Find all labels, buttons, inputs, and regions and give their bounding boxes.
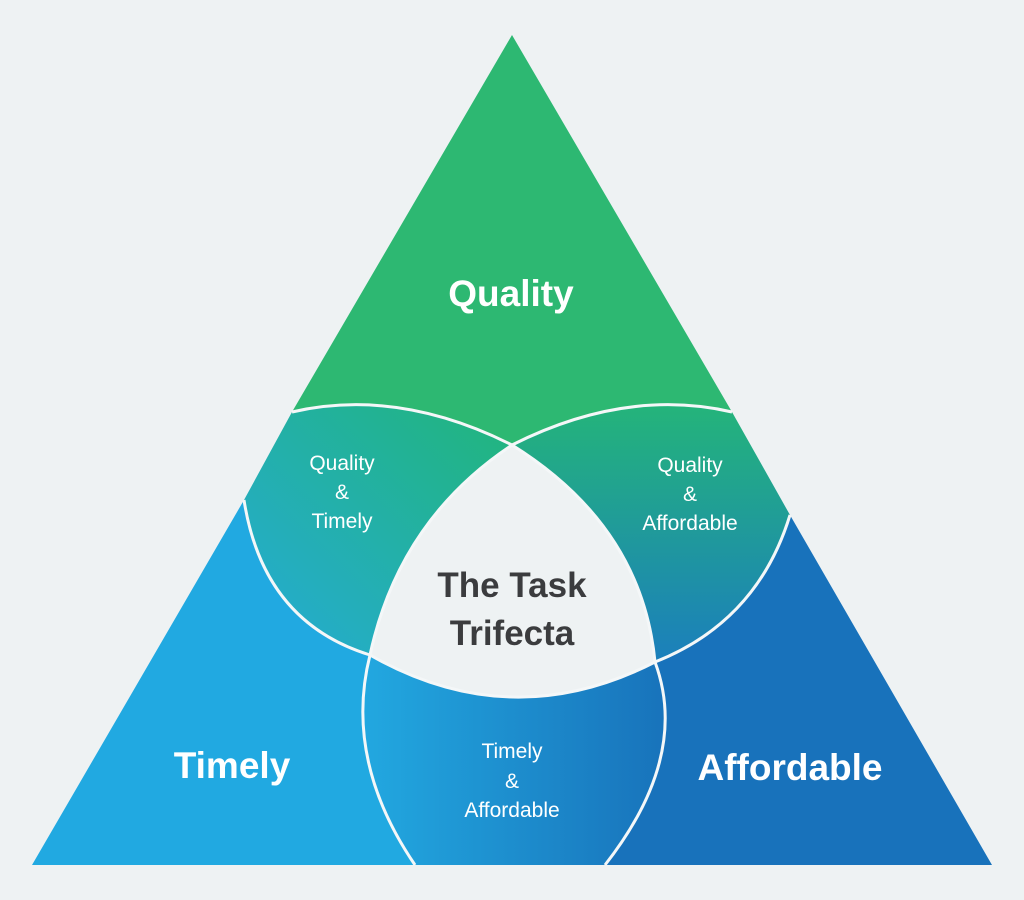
- quality-timely-label: Quality & Timely: [309, 452, 375, 533]
- quality-affordable-line2: &: [683, 483, 697, 506]
- quality-timely-line2: &: [335, 481, 349, 504]
- timely-affordable-overlap: [362, 655, 666, 865]
- quality-timely-line1: Quality: [309, 452, 375, 475]
- quality-affordable-line3: Affordable: [642, 512, 737, 535]
- timely-affordable-line3: Affordable: [464, 799, 559, 822]
- quality-affordable-line1: Quality: [657, 454, 723, 477]
- timely-affordable-line2: &: [505, 770, 519, 793]
- quality-timely-overlap: [244, 404, 512, 655]
- quality-affordable-overlap: [512, 404, 790, 662]
- timely-region: [32, 500, 415, 865]
- affordable-label: Affordable: [698, 747, 883, 788]
- center-title-line2: Trifecta: [450, 614, 575, 653]
- quality-region: [292, 35, 732, 445]
- timely-affordable-label: Timely & Affordable: [464, 740, 559, 822]
- circle-outlines: [242, 403, 792, 866]
- affordable-region: [605, 515, 992, 865]
- quality-timely-line3: Timely: [311, 510, 373, 533]
- center-title: The Task Trifecta: [437, 566, 587, 653]
- timely-label: Timely: [174, 745, 291, 786]
- center-title-line1: The Task: [437, 566, 587, 605]
- timely-affordable-line1: Timely: [481, 740, 543, 763]
- quality-label: Quality: [448, 273, 574, 314]
- quality-affordable-label: Quality & Affordable: [642, 454, 737, 535]
